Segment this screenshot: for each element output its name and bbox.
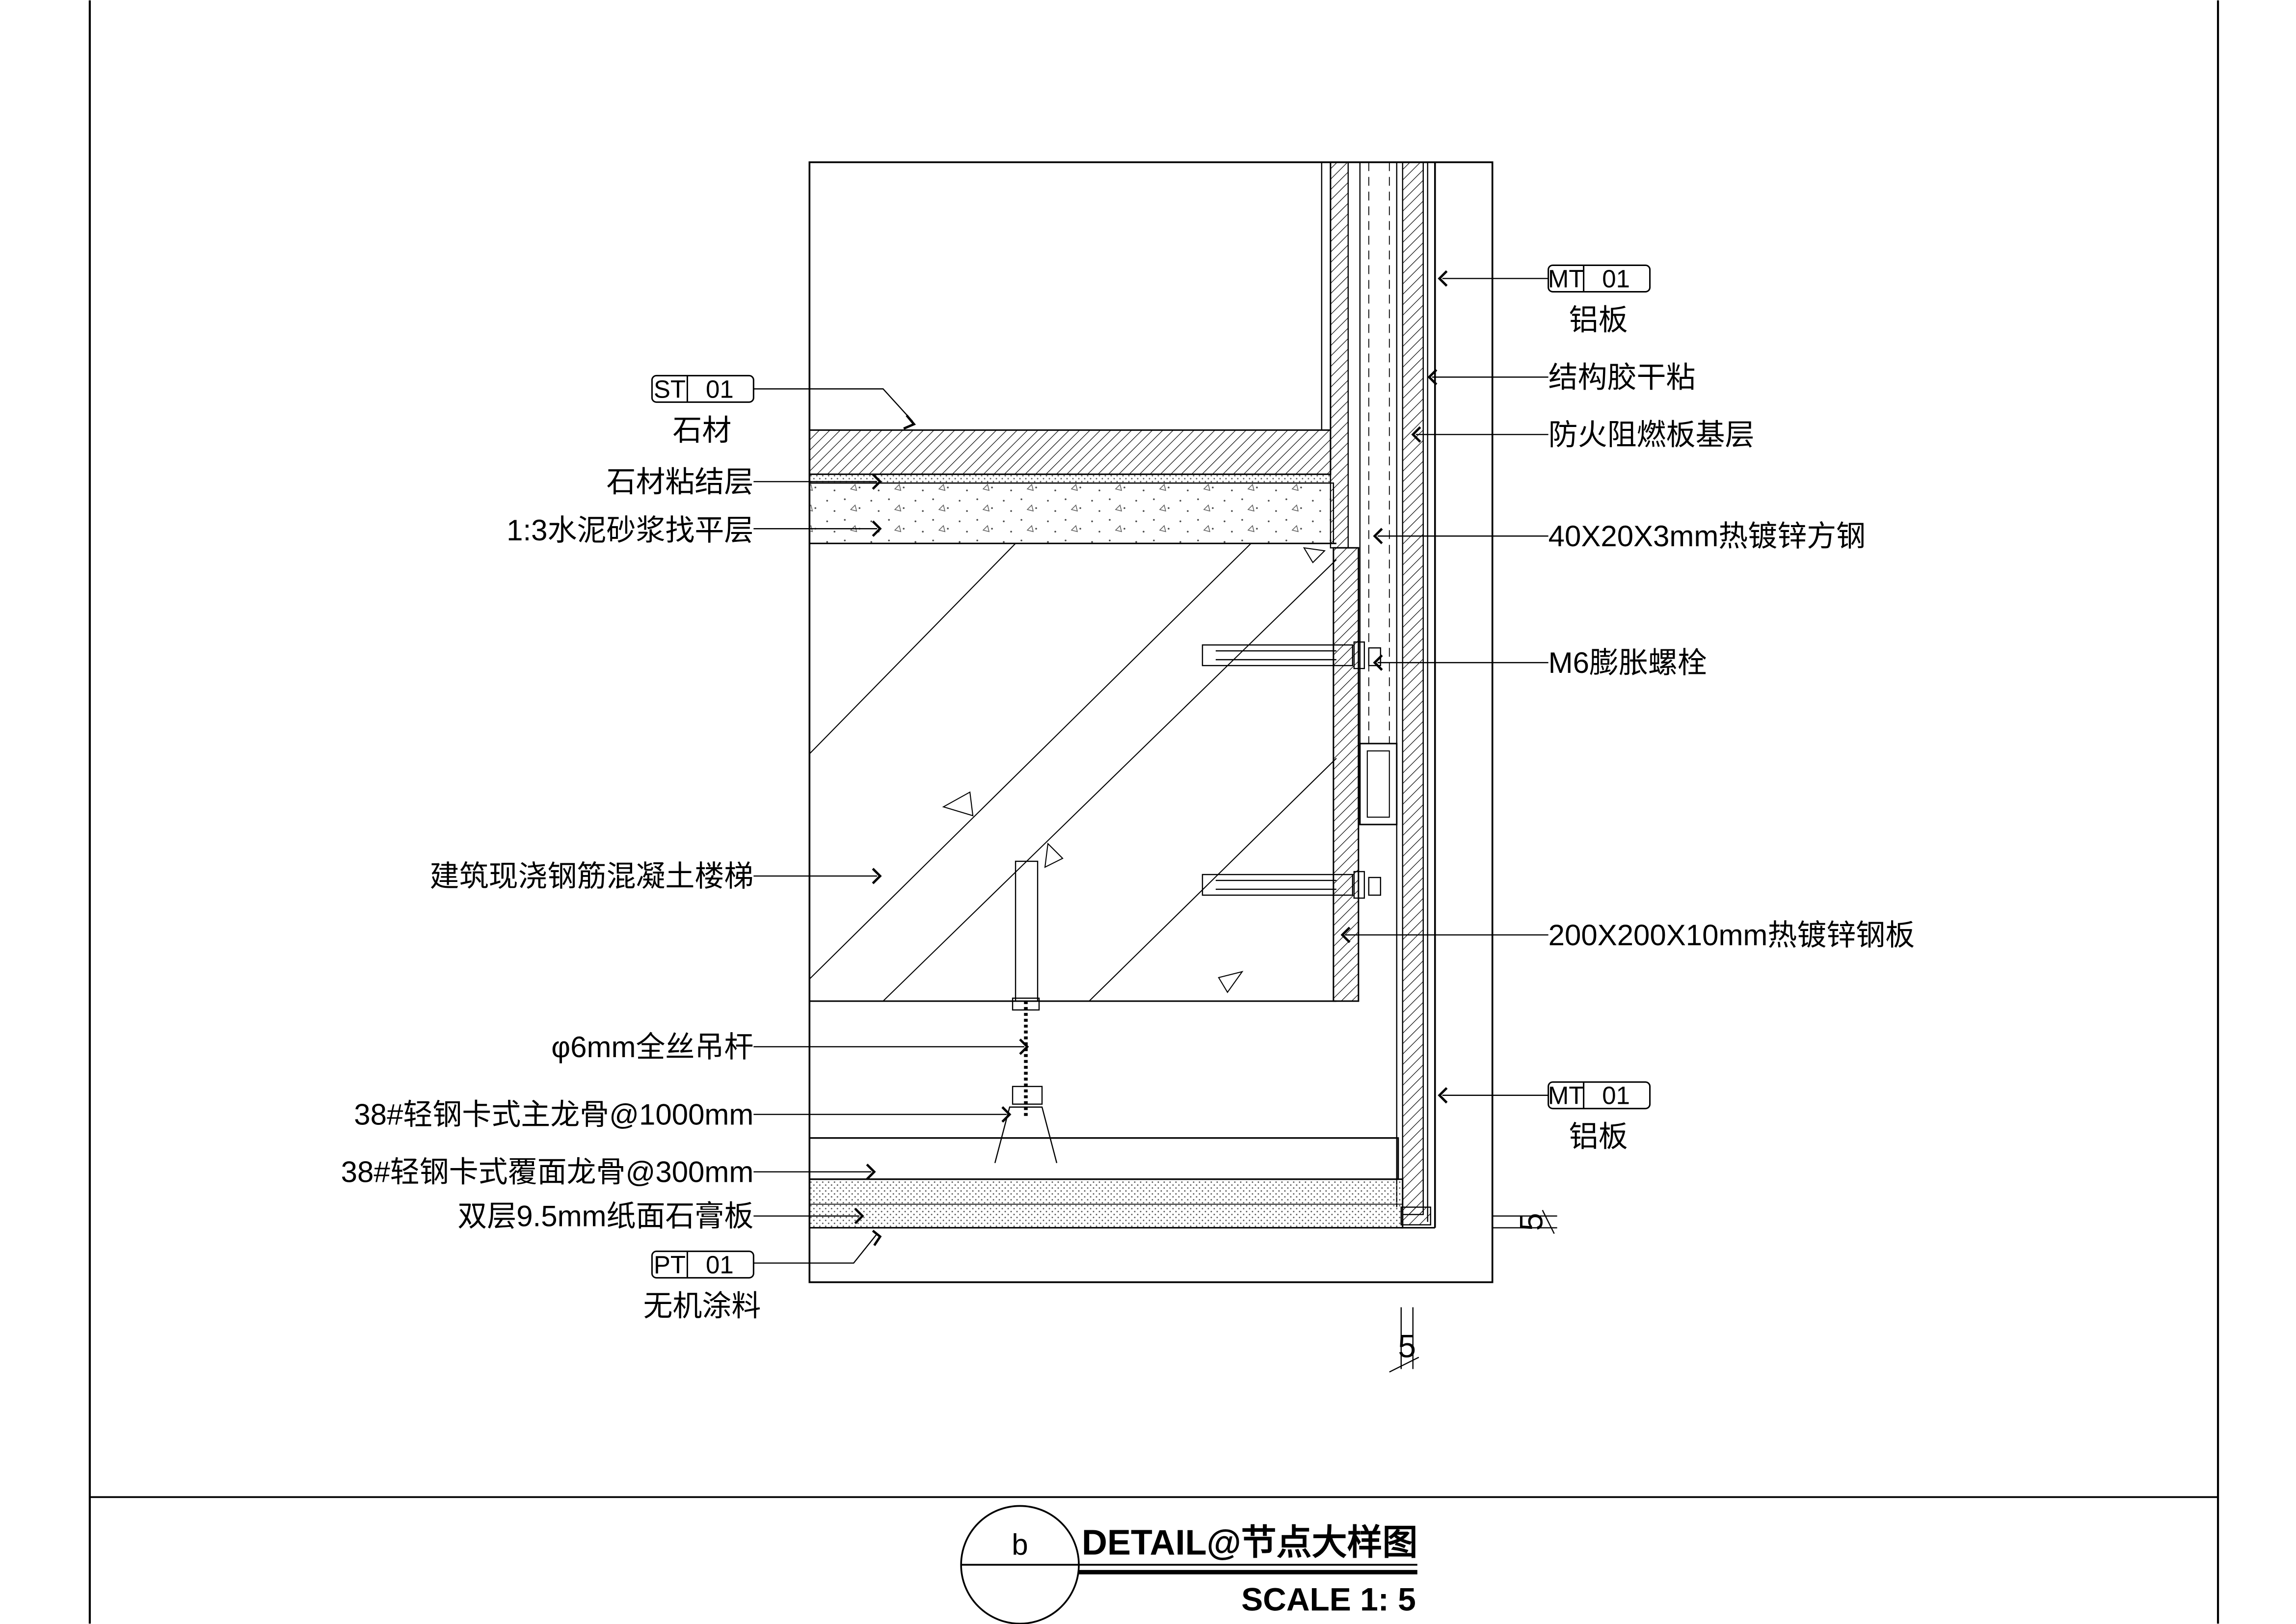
stone-layer	[808, 162, 1332, 484]
vertical-substructure	[1321, 161, 1436, 1229]
expansion-bolts	[1201, 641, 1381, 899]
mt01-top-tag-num: 01	[1602, 265, 1630, 293]
hanger-rod	[994, 860, 1058, 1163]
pt01-name: 无机涂料	[643, 1290, 761, 1323]
label-concrete-stair: 建筑现浇钢筋混凝土楼梯	[430, 860, 754, 893]
detail-id: b	[1012, 1528, 1028, 1561]
mt01-top-name: 铝板	[1569, 303, 1628, 336]
st01-tag-num: 01	[706, 375, 734, 403]
st01-tag-code: ST	[654, 375, 686, 403]
right-labels: MT 01 铝板 结构胶干粘 防火阻燃板基层 40X20X3mm热镀锌方钢 M6…	[1548, 265, 1915, 1153]
material-tag-boxes	[651, 264, 1651, 1279]
label-structural-glue: 结构胶干粘	[1548, 361, 1696, 394]
label-cover-keel: 38#轻钢卡式覆面龙骨@300mm	[341, 1156, 754, 1189]
label-steel-plate: 200X200X10mm热镀锌钢板	[1548, 919, 1915, 952]
dimensions	[1389, 1210, 1557, 1373]
leader-arrows	[854, 270, 1448, 1246]
mt01-top-tag-code: MT	[1548, 265, 1584, 293]
mt01-bottom-tag-num: 01	[1602, 1082, 1630, 1110]
label-hanger-rod: φ6mm全丝吊杆	[551, 1031, 753, 1064]
pt01-tag-code: PT	[654, 1251, 686, 1279]
detail-scale: SCALE 1: 5	[1241, 1581, 1416, 1617]
mt01-bottom-tag-code: MT	[1548, 1082, 1584, 1110]
label-square-steel: 40X20X3mm热镀锌方钢	[1548, 520, 1866, 553]
left-labels: ST 01 石材 石材粘结层 1:3水泥砂浆找平层 建筑现浇钢筋混凝土楼梯 φ6…	[341, 375, 761, 1322]
mortar-layer	[809, 482, 1335, 544]
mt01-bottom-name: 铝板	[1569, 1120, 1628, 1153]
pt01-tag-num: 01	[706, 1251, 734, 1279]
label-stone-bond: 石材粘结层	[606, 465, 753, 498]
label-gypsum: 双层9.5mm纸面石膏板	[457, 1200, 753, 1233]
label-bolt: M6膨胀螺栓	[1548, 646, 1707, 679]
concrete-stair	[809, 542, 1337, 1002]
ceiling-system	[808, 1137, 1404, 1229]
steel-plate	[1333, 547, 1360, 1002]
leader-lines	[753, 278, 1548, 1264]
section-outline	[808, 161, 1494, 1283]
st01-name: 石材	[672, 414, 731, 447]
side-dimension: 5	[1513, 1213, 1549, 1231]
label-mortar: 1:3水泥砂浆找平层	[507, 514, 753, 547]
title-block	[960, 1505, 1417, 1624]
bottom-dimension: 5	[1398, 1328, 1416, 1364]
label-fire-board: 防火阻燃板基层	[1548, 418, 1755, 451]
detail-title: DETAIL@节点大样图	[1082, 1523, 1417, 1562]
label-main-keel: 38#轻钢卡式主龙骨@1000mm	[354, 1098, 753, 1131]
sheet-frame	[88, 0, 2219, 1624]
